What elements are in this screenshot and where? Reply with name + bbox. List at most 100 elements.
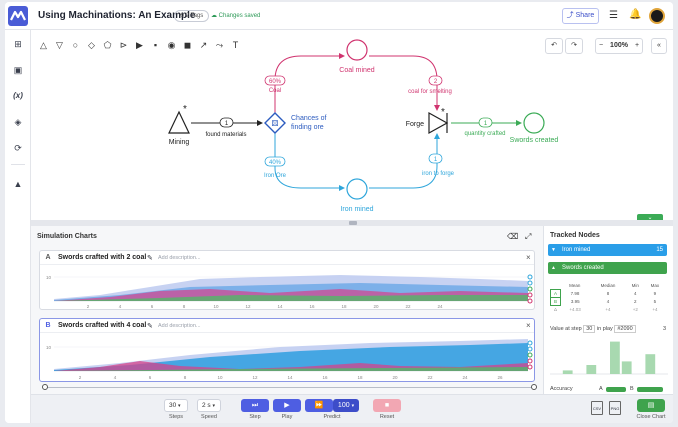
found-materials-label: found materials — [205, 132, 246, 138]
timeline-slider-track[interactable] — [45, 387, 535, 388]
tags-pill[interactable]: ⟲ 2 Tags — [174, 10, 210, 22]
step-button[interactable]: ⏭ — [241, 399, 269, 412]
tracked-node-iron[interactable]: ▼ Iron mined 15 — [548, 244, 667, 256]
play-button[interactable]: ▶ — [273, 399, 301, 412]
diagram-canvas[interactable]: △ ▽ ○ ◇ ⬠ ⊳ ▶ ▪ ◉ ◼ ↗ ⤳ T ↶ ↷ − 100% + « — [31, 30, 673, 222]
save-status-text: Changes saved — [218, 13, 261, 19]
tracked-node-swords[interactable]: ▲ Swords created — [548, 262, 667, 274]
speed-select[interactable]: 2 s ▾ — [197, 399, 221, 412]
delay-tool-icon[interactable]: ◉ — [167, 40, 176, 50]
svg-text:8: 8 — [183, 304, 186, 309]
in-play-label: in play — [596, 326, 613, 332]
close-icon[interactable]: × — [526, 253, 531, 262]
predict-runs-select[interactable]: 100 ▾ — [333, 399, 359, 412]
bell-icon[interactable]: 🔔 — [629, 9, 642, 20]
chart-a-ytick: 10 — [46, 275, 52, 280]
chart-b-area-swords — [54, 367, 528, 371]
predict-button[interactable]: ⏩ — [305, 399, 333, 412]
state-connection-icon[interactable]: ⤳ — [215, 40, 224, 50]
chart-card-b[interactable]: B Swords crafted with 4 coal ✎ Add descr… — [39, 318, 535, 382]
node-toolbox: △ ▽ ○ ◇ ⬠ ⊳ ▶ ▪ ◉ ◼ ↗ ⤳ T — [37, 38, 259, 52]
text-tool-icon[interactable]: T — [232, 40, 239, 50]
timeline-start-handle[interactable] — [42, 384, 48, 390]
chart-a-title[interactable]: Swords crafted with 2 coal — [58, 254, 147, 261]
variables-icon[interactable]: (x) — [13, 91, 23, 100]
coal-edge-label: Coal — [269, 88, 281, 94]
svg-text:10: 10 — [217, 375, 223, 380]
redo-button[interactable]: ↷ — [565, 38, 583, 54]
iron-forge-value: 1 — [434, 157, 438, 163]
forge-converter-node[interactable] — [428, 111, 449, 135]
chevron-down-icon: ▾ — [212, 403, 215, 409]
stats-header: Median — [600, 282, 616, 288]
zoom-out-icon[interactable]: − — [598, 42, 604, 49]
chart-a-description[interactable]: Add description... — [158, 255, 201, 261]
export-csv-icon[interactable]: CSV — [591, 401, 603, 415]
swords-created-pool[interactable] — [523, 112, 545, 134]
play-id-input[interactable]: #2090 — [614, 325, 636, 333]
timeline-end-handle[interactable] — [531, 384, 537, 390]
stats-row-b: B 3.95 4 2 5 — [550, 296, 666, 306]
end-tool-icon[interactable]: ◼ — [183, 40, 192, 50]
svg-text:6: 6 — [151, 304, 154, 309]
undo-button[interactable]: ↶ — [545, 38, 563, 54]
close-icon[interactable]: × — [526, 321, 531, 330]
collapse-panel-button[interactable]: « — [651, 38, 667, 54]
chart-b-title[interactable]: Swords crafted with 4 coal — [58, 322, 147, 329]
mining-node[interactable] — [168, 110, 190, 134]
graduation-cap-icon[interactable]: ▲ — [13, 179, 23, 189]
chart-card-a[interactable]: A Swords crafted with 2 coal ✎ Add descr… — [39, 250, 535, 310]
zoom-in-icon[interactable]: + — [634, 42, 640, 49]
machinations-logo[interactable] — [8, 6, 28, 26]
chart-b-description[interactable]: Add description... — [158, 323, 201, 329]
export-png-icon[interactable]: PNG — [609, 401, 621, 415]
edge-coal[interactable] — [274, 53, 345, 116]
value-at-step-label: Value at step — [550, 326, 582, 332]
chart-b-plot: 10 2 4 6 8 10 12 14 16 18 20 22 24 — [46, 339, 533, 380]
source-tool-icon[interactable]: △ — [40, 40, 47, 50]
caret-icon: ▲ — [551, 265, 556, 271]
expand-canvas-tab[interactable]: ⌄ — [637, 214, 663, 222]
zoom-level: 100% — [610, 42, 628, 49]
history-icon[interactable]: ⟳ — [14, 143, 22, 153]
close-chart-button[interactable]: ▤ — [637, 399, 665, 412]
register-tool-icon[interactable]: ▶ — [136, 40, 143, 50]
pencil-icon[interactable]: ✎ — [147, 323, 153, 330]
resource-connection-icon[interactable]: ↗ — [199, 40, 208, 50]
drain-tool-icon[interactable]: ▽ — [56, 40, 63, 50]
avatar[interactable] — [649, 8, 665, 24]
layers-icon[interactable]: ◈ — [14, 117, 22, 127]
iron-mined-pool[interactable] — [346, 178, 368, 200]
quantity-crafted-label: quantity crafted — [464, 131, 505, 137]
edge-iron-ore[interactable] — [274, 130, 345, 191]
tags-count: 2 Tags — [185, 13, 204, 19]
coal-mined-pool[interactable] — [346, 39, 368, 61]
reset-button[interactable]: ■ — [373, 399, 401, 412]
app-window: Using Machinations: An Example ⟲ 2 Tags … — [5, 2, 673, 423]
share-button[interactable]: ⤴ Share — [562, 8, 599, 24]
sliders-icon[interactable]: ☰ — [609, 10, 618, 21]
accuracy-a-label: A — [599, 386, 603, 392]
steps-select[interactable]: 30 ▾ — [164, 399, 188, 412]
edge-iron-to-forge[interactable] — [369, 133, 440, 189]
edge-coal-for-smelting[interactable] — [369, 55, 440, 111]
mining-automatic-marker: * — [183, 104, 187, 115]
pencil-icon[interactable]: ✎ — [147, 255, 153, 262]
value-at-step-input[interactable]: 30 — [583, 325, 596, 333]
eraser-icon[interactable]: ⌫ — [507, 232, 519, 241]
forge-label: Forge — [406, 121, 424, 128]
image-icon[interactable]: ▣ — [13, 65, 23, 75]
pool-tool-icon[interactable]: ○ — [72, 40, 79, 50]
diagram-title[interactable]: Using Machinations: An Example — [38, 10, 196, 21]
stats-header: Mean — [569, 282, 581, 288]
fullscreen-icon[interactable]: ⤢ — [525, 232, 532, 241]
panel-resize-handle[interactable] — [31, 220, 673, 226]
svg-text:24: 24 — [462, 375, 468, 380]
chances-gate-node[interactable] — [264, 112, 286, 134]
dashboard-icon[interactable]: ⊞ — [14, 39, 22, 49]
trader-tool-icon[interactable]: ⬠ — [103, 40, 112, 50]
stats-table: Mean Median Min Max A 7.98 8 4 9 B 3.95 … — [550, 281, 666, 313]
chart-tool-icon[interactable]: ▪ — [153, 40, 158, 50]
gate-tool-icon[interactable]: ◇ — [88, 40, 95, 50]
converter-tool-icon[interactable]: ⊳ — [119, 40, 128, 50]
